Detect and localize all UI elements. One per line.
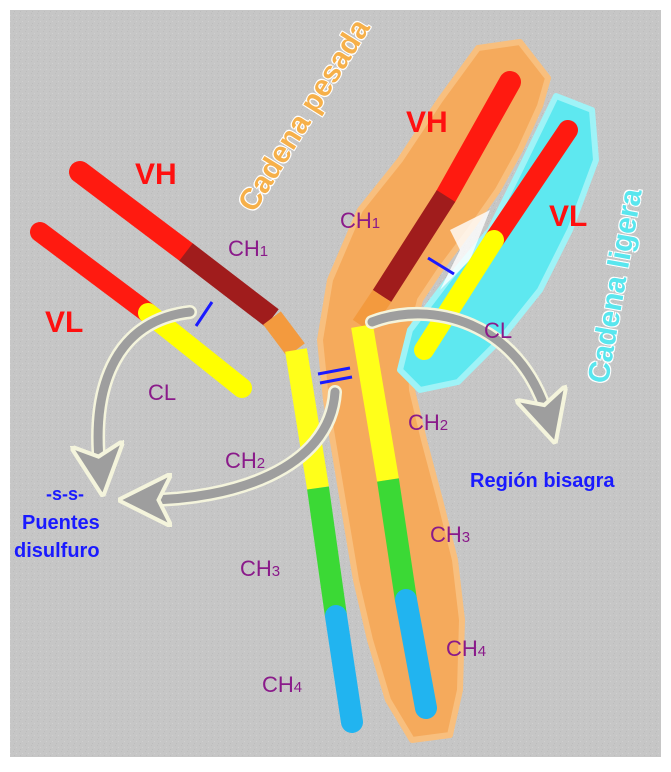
left-vh-label: VH	[135, 158, 177, 192]
right-vh-label: VH	[406, 106, 448, 140]
right-ch3-label: CH3	[430, 522, 470, 548]
left-ch4-label: CH4	[262, 672, 302, 698]
right-ch2-label: CH2	[408, 410, 448, 436]
ss-symbol-label: -s-s-	[46, 484, 84, 505]
bridges-label-line1: Puentes	[22, 512, 100, 535]
right-ch1-label: CH1	[340, 208, 380, 234]
right-ch4-label: CH4	[446, 636, 486, 662]
left-cl-label: CL	[148, 380, 176, 406]
right-cl-label: CL	[484, 318, 512, 344]
left-ch3-label: CH3	[240, 556, 280, 582]
left-vl-label: VL	[45, 306, 83, 340]
left-ch1-label: CH1	[228, 236, 268, 262]
right-vl-label: VL	[549, 200, 587, 234]
bridges-label-line2: disulfuro	[14, 540, 100, 563]
hinge-region-label: Región bisagra	[470, 470, 614, 493]
left-ch2-label: CH2	[225, 448, 265, 474]
